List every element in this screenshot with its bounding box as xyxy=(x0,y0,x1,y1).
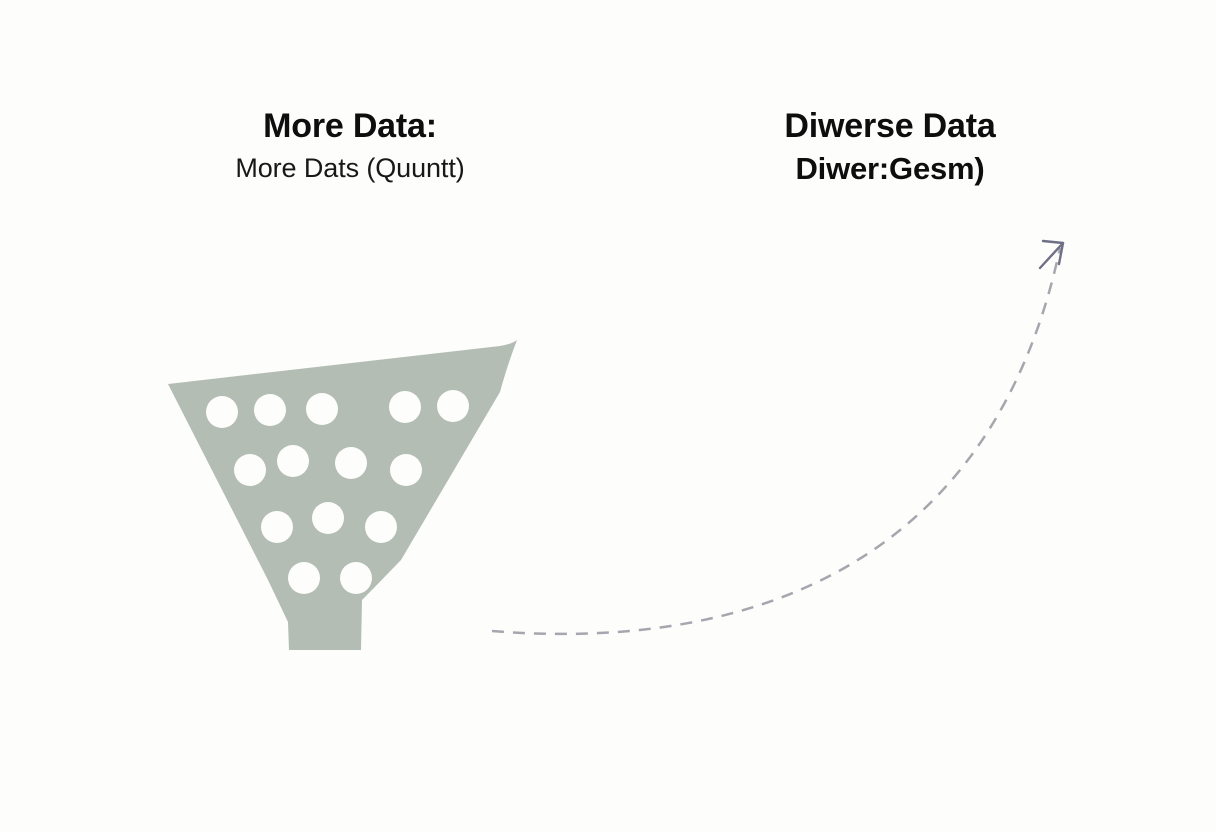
right-heading: Diwerse Data xyxy=(784,107,996,145)
arrowhead-icon xyxy=(1038,239,1065,270)
left-heading: More Data: xyxy=(263,107,437,145)
left-subheading: More Dats (Quuntt) xyxy=(235,153,465,183)
right-subheading: Diwer:Gesm) xyxy=(795,151,985,186)
dashed-growth-arrow xyxy=(491,239,1065,636)
right-text-block: Diwerse Data Diwer:Gesm) xyxy=(660,104,1120,190)
left-text-block: More Data: More Dats (Quuntt) xyxy=(120,104,580,188)
